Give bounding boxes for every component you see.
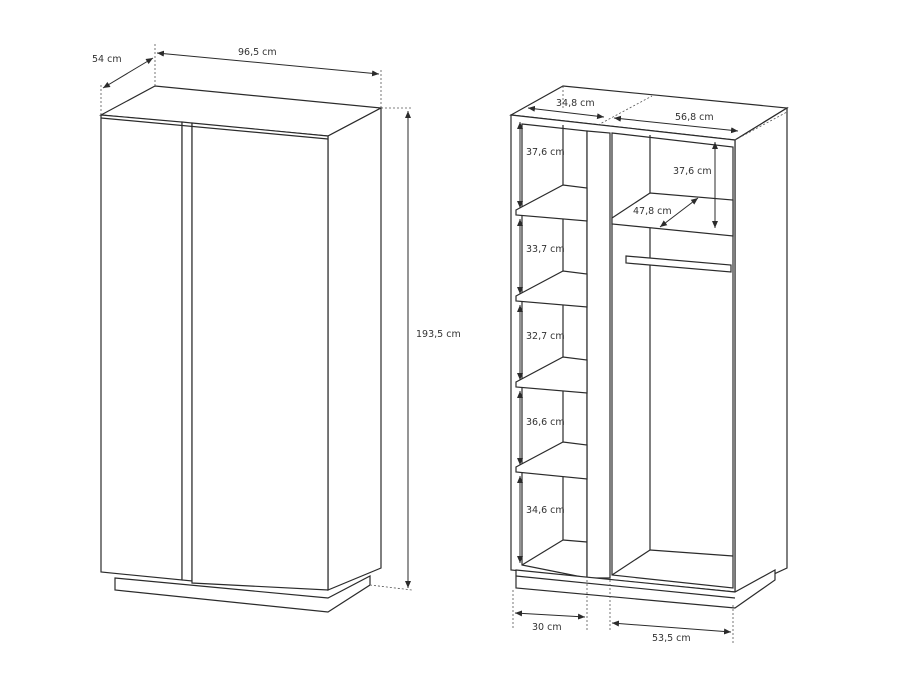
shelf <box>515 441 588 480</box>
open-wardrobe: 34,8 cm 56,8 cm 37,6 cm 33,7 cm 32,7 cm … <box>509 85 789 645</box>
left-shelves <box>515 184 588 566</box>
left-floor-line <box>521 539 564 566</box>
extension-line <box>734 111 788 141</box>
left-width-dimension-line <box>527 105 605 120</box>
left-base-width-label: 30 cm <box>532 622 562 633</box>
width-label: 96,5 cm <box>238 47 277 58</box>
right-top-gap-label: 37,6 cm <box>673 166 712 177</box>
shelf <box>515 356 588 394</box>
side-face <box>327 107 382 591</box>
depth-dimension-line <box>102 57 154 89</box>
right-base-dimension-line <box>611 620 732 635</box>
center-divider <box>586 130 611 579</box>
left-base-dimension-line <box>514 610 586 620</box>
shelf-gap-4-label: 36,6 cm <box>526 417 565 428</box>
width-dimension-line <box>156 50 380 77</box>
closed-wardrobe: 54 cm 96,5 cm 193,5 cm <box>92 42 461 613</box>
depth-label: 54 cm <box>92 54 122 65</box>
shelf-gap-2-label: 33,7 cm <box>526 244 565 255</box>
left-compartment-width-label: 34,8 cm <box>556 98 595 109</box>
right-door <box>191 122 329 591</box>
right-shelf-depth-dimension-line <box>659 197 699 228</box>
right-width-dimension-line <box>613 115 739 134</box>
left-door <box>100 114 183 581</box>
side-face <box>734 106 788 593</box>
top-edge-line <box>100 117 329 140</box>
shelf-gap-3-label: 32,7 cm <box>526 331 565 342</box>
plinth-edge-line <box>515 575 736 599</box>
shelf-gap-1-label: 37,6 cm <box>526 147 565 158</box>
right-compartment <box>611 132 734 589</box>
door-gap <box>181 121 193 582</box>
right-compartment-width-label: 56,8 cm <box>675 112 714 123</box>
right-base-width-label: 53,5 cm <box>652 633 691 644</box>
height-label: 193,5 cm <box>416 329 461 340</box>
extension-line <box>369 584 413 591</box>
shelf-gap-5-label: 34,6 cm <box>526 505 565 516</box>
hanging-rail <box>625 255 732 273</box>
shelf <box>515 184 588 222</box>
left-floor-line <box>562 539 588 543</box>
shelf <box>515 270 588 308</box>
right-floor-line <box>611 549 651 576</box>
right-shelf-depth-label: 47,8 cm <box>633 206 672 217</box>
right-floor-line <box>649 549 734 557</box>
